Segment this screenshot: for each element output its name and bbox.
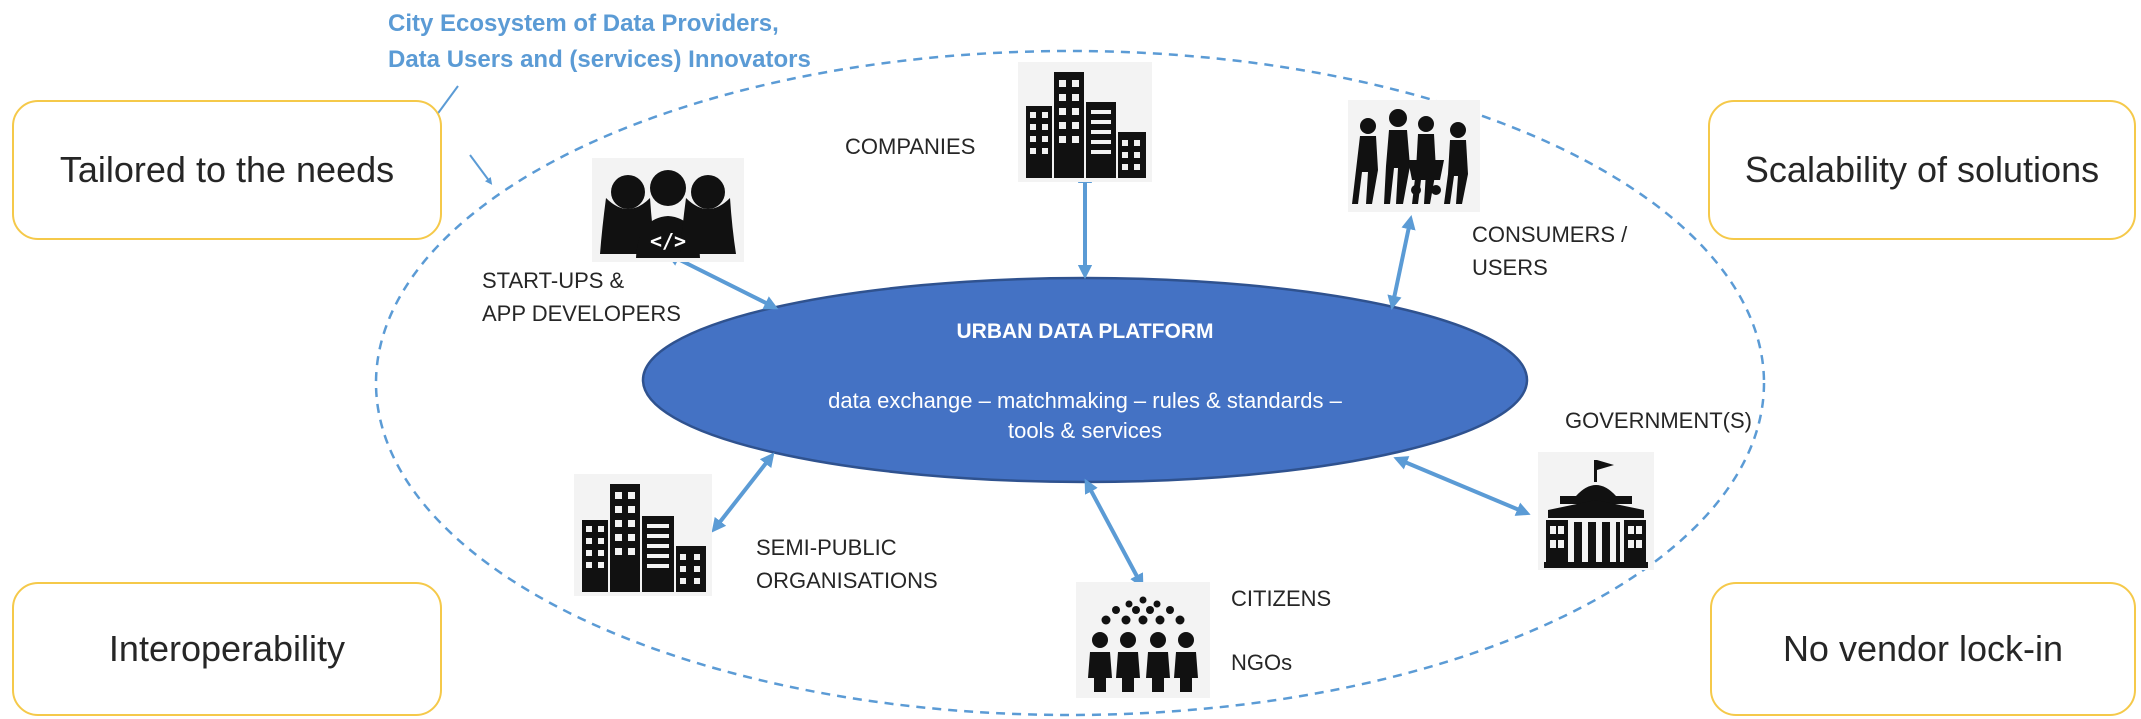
government-building-icon [1538, 452, 1654, 570]
tailored-needs-box: Tailored to the needs [12, 100, 442, 240]
platform-description-line2: tools & services [1007, 418, 1163, 443]
arrow-citizens [1084, 478, 1144, 589]
interoperability-label: Interoperability [108, 628, 346, 669]
platform-title: URBAN DATA PLATFORM [956, 320, 1214, 343]
startups-label-line1: START-UPS & [482, 268, 625, 293]
companies-label: COMPANIES [845, 134, 976, 159]
companies-building-icon [1018, 62, 1152, 182]
ecosystem-title-line1: City Ecosystem of Data Providers, [388, 10, 779, 37]
citizens-label: CITIZENS [1231, 586, 1332, 611]
arrow-semipublic [711, 452, 775, 533]
consumers-shopping-icon [1348, 100, 1480, 212]
semipublic-label-line1: SEMI-PUBLIC [756, 535, 897, 560]
platform-description-line1: data exchange – matchmaking – rules & st… [828, 388, 1342, 413]
semipublic-label-line2: ORGANISATIONS [756, 568, 938, 593]
tailored-needs-label: Tailored to the needs [59, 149, 395, 190]
semipublic-building-icon [574, 474, 712, 596]
ecosystem-title: City Ecosystem of Data Providers, Data U… [388, 6, 811, 78]
ngos-label: NGOs [1231, 650, 1293, 675]
ecosystem-boundary [374, 49, 1766, 717]
arrow-government [1393, 456, 1531, 516]
callout-line [435, 85, 459, 117]
scalability-box: Scalability of solutions [1708, 100, 2136, 240]
consumers-label: CONSUMERS / USERS [1472, 218, 1627, 284]
consumers-label-line1: CONSUMERS / [1472, 222, 1628, 247]
semipublic-label: SEMI-PUBLIC ORGANISATIONS [756, 531, 938, 597]
scalability-label: Scalability of solutions [1744, 149, 2100, 190]
arrow-consumers [1387, 214, 1416, 311]
ecosystem-title-line2: Data Users and (services) Innovators [388, 46, 811, 73]
svg-text:</>: </> [650, 229, 686, 253]
startups-label-line2: APP DEVELOPERS [482, 301, 681, 326]
arrow-startups [665, 252, 779, 310]
developers-icon: </> [592, 158, 744, 262]
no-vendor-lockin-box: No vendor lock-in [1710, 582, 2136, 716]
no-vendor-lockin-label: No vendor lock-in [1782, 628, 2064, 669]
citizens-crowd-icon [1076, 582, 1210, 698]
government-label: GOVERNMENT(S) [1565, 408, 1752, 433]
callout-arrow [469, 154, 493, 185]
interoperability-box: Interoperability [12, 582, 442, 716]
consumers-label-line2: USERS [1472, 255, 1548, 280]
urban-data-platform [641, 276, 1529, 484]
startups-label: START-UPS & APP DEVELOPERS [482, 264, 681, 330]
